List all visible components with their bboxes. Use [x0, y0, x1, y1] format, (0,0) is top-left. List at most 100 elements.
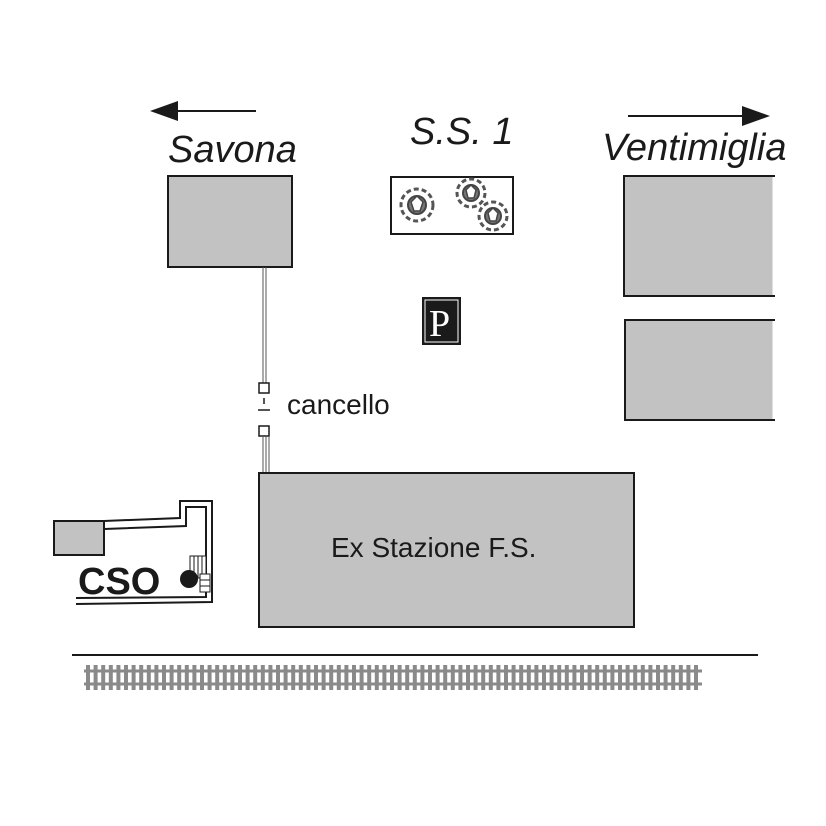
- railway-sleeper: [230, 665, 235, 690]
- railway-sleeper: [397, 665, 402, 690]
- railway-sleeper: [139, 665, 144, 690]
- railway-sleeper: [314, 665, 318, 690]
- railway-sleeper: [534, 665, 539, 690]
- railway-sleeper: [359, 665, 364, 690]
- railway-sleeper: [352, 665, 356, 690]
- railway-sleeper: [283, 665, 288, 690]
- ventimiglia-label: Ventimiglia: [602, 127, 786, 169]
- railway-sleeper: [268, 665, 273, 690]
- railway-sleeper: [633, 665, 638, 690]
- railway-sleeper: [625, 665, 630, 690]
- arrow-west-icon: [150, 101, 256, 121]
- railway-sleeper: [450, 665, 455, 690]
- railway-sleeper: [154, 665, 159, 690]
- railway-sleeper: [207, 665, 212, 690]
- railway-sleeper: [367, 665, 372, 690]
- railway-sleeper: [595, 665, 600, 690]
- tree-planter: [390, 176, 514, 235]
- railway-sleeper: [184, 665, 189, 690]
- railway-sleeper: [276, 665, 280, 690]
- railway-sleeper: [640, 665, 645, 690]
- tree-icon: [455, 177, 487, 209]
- tree-icon: [477, 200, 509, 232]
- railway-sleeper: [473, 665, 478, 690]
- railway-sleeper: [488, 665, 493, 690]
- road-label: S.S. 1: [410, 111, 514, 153]
- fence-line: [258, 267, 270, 474]
- building-savona-side: [167, 175, 293, 268]
- railway-sleeper: [671, 665, 676, 690]
- railway-track: [84, 665, 702, 690]
- railway-sleeper: [329, 665, 334, 690]
- station-building: [258, 472, 635, 628]
- railway-sleeper: [435, 665, 440, 690]
- railway-sleeper: [116, 665, 121, 690]
- railway-sleeper: [169, 665, 174, 690]
- railway-sleeper: [420, 665, 425, 690]
- gate-label: cancello: [287, 389, 390, 420]
- railway-sleeper: [390, 665, 394, 690]
- railway-sleeper: [678, 665, 683, 690]
- railway-sleeper: [306, 665, 311, 690]
- railway-sleeper: [428, 665, 432, 690]
- railway-sleeper: [511, 665, 516, 690]
- tree-icon: [399, 187, 435, 223]
- railway-sleeper: [291, 665, 296, 690]
- railway-sleeper: [526, 665, 531, 690]
- railway-sleeper: [321, 665, 326, 690]
- railway-sleeper: [344, 665, 349, 690]
- railway-sleeper: [405, 665, 410, 690]
- railway-sleeper: [101, 665, 106, 690]
- railway-sleeper: [686, 665, 691, 690]
- railway-sleeper: [481, 665, 486, 690]
- entrance-dot-icon: [180, 570, 198, 588]
- arrow-east-icon: [628, 106, 770, 126]
- railway-sleeper: [298, 665, 303, 690]
- railway-sleeper: [519, 665, 524, 690]
- railway-sleeper: [108, 665, 113, 690]
- railway-sleeper: [466, 665, 470, 690]
- building-ventimiglia-side-lower: [624, 319, 775, 421]
- building-ventimiglia-side-upper: [623, 175, 775, 297]
- railway-sleeper: [93, 665, 98, 690]
- railway-sleeper: [412, 665, 417, 690]
- railway-sleeper: [694, 665, 698, 690]
- railway-sleeper: [580, 665, 584, 690]
- railway-sleeper: [610, 665, 615, 690]
- railway-sleeper: [549, 665, 554, 690]
- railway-sleeper: [131, 665, 136, 690]
- cso-label: CSO: [78, 561, 160, 603]
- railway-sleeper: [542, 665, 546, 690]
- railway-sleeper: [618, 665, 622, 690]
- railway-sleeper: [587, 665, 592, 690]
- parking-letter: P: [429, 303, 450, 345]
- railway-sleeper: [222, 665, 227, 690]
- railway-sleeper: [146, 665, 151, 690]
- railway-sleeper: [458, 665, 463, 690]
- railway-sleeper: [162, 665, 166, 690]
- railway-sleeper: [496, 665, 501, 690]
- railway-sleeper: [504, 665, 508, 690]
- railway-sleeper: [602, 665, 607, 690]
- railway-sleeper: [564, 665, 569, 690]
- railway-sleeper: [253, 665, 258, 690]
- savona-label: Savona: [168, 129, 297, 171]
- railway-sleeper: [382, 665, 387, 690]
- railway-sleeper: [245, 665, 250, 690]
- parking-icon: P: [422, 297, 461, 345]
- cso-building: [53, 500, 213, 605]
- railway-sleeper: [656, 665, 660, 690]
- railway-sleeper: [215, 665, 220, 690]
- railway-sleeper: [238, 665, 242, 690]
- station-label: Ex Stazione F.S.: [331, 532, 536, 563]
- railway-sleeper: [663, 665, 668, 690]
- railway-sleeper: [192, 665, 197, 690]
- railway-sleeper: [572, 665, 577, 690]
- railway-sleeper: [557, 665, 562, 690]
- railway-sleeper: [177, 665, 182, 690]
- railway-sleeper: [374, 665, 379, 690]
- railway-sleeper: [648, 665, 653, 690]
- railway-sleeper: [200, 665, 204, 690]
- railway-sleeper: [86, 665, 90, 690]
